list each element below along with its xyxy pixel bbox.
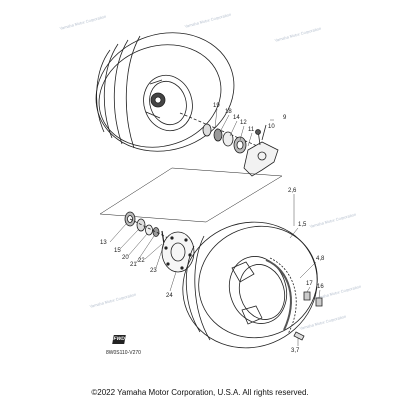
label-12: 12 [240, 120, 247, 126]
label-9: 9 [283, 115, 287, 121]
watermark: Yamaha Motor Corporation [89, 292, 137, 309]
label-16: 16 [317, 284, 324, 290]
watermark: Yamaha Motor Corporation [59, 14, 107, 31]
label-2-6: 2,6 [288, 188, 297, 194]
label-22: 22 [138, 258, 145, 264]
label-19: 19 [213, 103, 220, 109]
upper-hub-parts [179, 112, 279, 177]
label-13: 13 [100, 240, 107, 246]
watermark: Yamaha Motor Corporation [184, 12, 232, 29]
copyright-text: ©2022 Yamaha Motor Corporation, U.S.A. A… [91, 388, 309, 397]
forward-mark-icon: FWD [112, 335, 126, 344]
exploded-parts-diagram: Yamaha Motor Corporation Yamaha Motor Co… [59, 12, 362, 356]
label-1-5: 1,5 [298, 222, 307, 228]
label-3-7: 3,7 [291, 348, 300, 354]
label-11: 11 [248, 127, 255, 133]
label-24: 24 [166, 293, 173, 299]
lower-labels: 2,6 1,5 13 15 20 21 22 23 24 4,8 17 16 3… [100, 188, 325, 354]
label-20: 20 [122, 255, 129, 261]
watermark: Yamaha Motor Corporation [274, 26, 322, 43]
label-17: 17 [306, 281, 313, 287]
label-18: 18 [225, 109, 232, 115]
watermark: Yamaha Motor Corporation [309, 212, 357, 229]
upper-wheel [95, 32, 235, 152]
bracket-lines [99, 167, 283, 223]
label-21: 21 [130, 262, 137, 268]
lower-left-parts [124, 211, 195, 273]
label-14: 14 [233, 115, 240, 121]
diagram-code: 8W0S110-V270 [106, 350, 141, 356]
label-15: 15 [114, 248, 121, 254]
label-23: 23 [150, 268, 157, 274]
upper-labels: 9 10 19 18 14 12 11 [213, 103, 287, 147]
label-4-8: 4,8 [316, 256, 325, 262]
label-10: 10 [268, 124, 275, 130]
lower-nuts [303, 291, 323, 307]
lower-wheel [182, 221, 318, 349]
